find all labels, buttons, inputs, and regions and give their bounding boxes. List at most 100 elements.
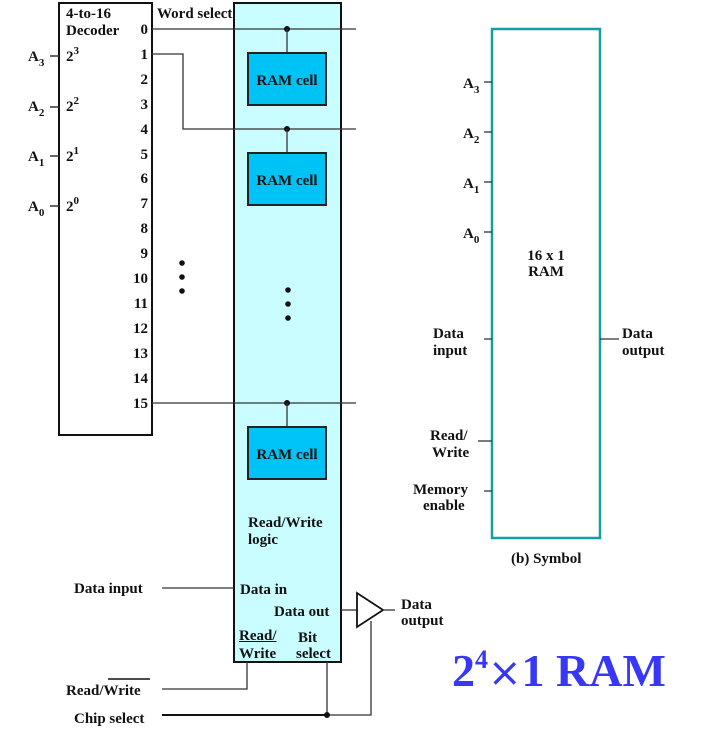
title-exponent: 4 xyxy=(475,645,488,674)
ellipsis-dots-array xyxy=(285,287,291,321)
read-write-label: Read/Write xyxy=(66,683,141,699)
symbol-address-label: A0 xyxy=(463,226,480,246)
ram-cell-box xyxy=(247,52,327,106)
address-subscript: 3 xyxy=(473,84,480,96)
ram-cell-box xyxy=(247,426,327,480)
word-line-1 xyxy=(152,53,356,130)
rw-port-line1: Read/ xyxy=(239,628,277,644)
data-input-label: Data input xyxy=(74,581,143,597)
address-subscript: 0 xyxy=(38,207,45,219)
address-input-label: A1 xyxy=(28,149,45,169)
symbol-center-line2: RAM xyxy=(528,264,564,280)
decoder-output-number: 13 xyxy=(133,345,148,362)
sym-data-input-line2: input xyxy=(433,343,468,359)
weight-exponent: 0 xyxy=(73,195,80,207)
sym-rw-line2: Write xyxy=(432,445,470,461)
data-output-line1: Data xyxy=(401,597,432,613)
input-weight-label: 22 xyxy=(66,95,79,117)
weight-base: 2 xyxy=(66,99,74,115)
weight-exponent: 2 xyxy=(73,95,80,107)
address-letter: A xyxy=(463,76,474,92)
address-letter: A xyxy=(28,199,39,215)
address-letter: A xyxy=(28,49,39,65)
data-out-port-label: Data out xyxy=(274,604,330,620)
rw-logic-line1: Read/Write xyxy=(248,515,323,531)
address-input-label: A2 xyxy=(28,99,45,119)
symbol-center-line1: 16 x 1 xyxy=(527,248,565,264)
ram-cell-label: RAM cell xyxy=(256,447,318,463)
ram-cell-label: RAM cell xyxy=(256,173,318,189)
decoder-output-number: 8 xyxy=(140,221,149,238)
address-subscript: 2 xyxy=(38,107,45,119)
symbol-address-label: A1 xyxy=(463,176,480,196)
input-weight-label: 20 xyxy=(66,195,79,217)
decoder-output-number: 14 xyxy=(133,370,148,387)
sym-rw-line1: Read/ xyxy=(430,428,468,444)
sym-data-output-line1: Data xyxy=(622,326,653,342)
sym-data-input-line1: Data xyxy=(433,326,464,342)
weight-base: 2 xyxy=(66,199,74,215)
symbol-address-label: A3 xyxy=(463,76,480,96)
word-select-label: Word select xyxy=(157,6,233,22)
memory-array-box xyxy=(233,2,342,663)
input-weight-label: 23 xyxy=(66,45,79,67)
decoder-output-number: 7 xyxy=(140,196,149,213)
decoder-output-number: 5 xyxy=(140,146,149,163)
title-times: × xyxy=(488,650,522,696)
input-weight-label: 21 xyxy=(66,145,79,167)
weight-exponent: 3 xyxy=(73,45,80,57)
rw-port-line2: Write xyxy=(239,646,277,662)
address-letter: A xyxy=(463,126,474,142)
address-subscript: 0 xyxy=(473,234,480,246)
address-input-label: A3 xyxy=(28,49,45,69)
symbol-box xyxy=(490,27,602,540)
tristate-buffer-icon xyxy=(356,591,385,629)
decoder-output-number: 12 xyxy=(133,320,148,337)
weight-base: 2 xyxy=(66,49,74,65)
bit-select-line2: select xyxy=(296,646,331,662)
decoder-output-number: 0 xyxy=(140,22,149,38)
address-subscript: 3 xyxy=(38,57,45,69)
chip-select-enable-wire xyxy=(327,621,372,716)
address-subscript: 1 xyxy=(473,184,480,196)
title-rest: 1 RAM xyxy=(521,645,666,696)
decoder-output-number: 4 xyxy=(140,121,149,138)
address-input-label: A0 xyxy=(28,199,45,219)
decoder-output-number: 9 xyxy=(140,246,149,263)
weight-base: 2 xyxy=(66,149,74,165)
sym-data-output-line2: output xyxy=(622,343,665,359)
data-in-port-label: Data in xyxy=(240,582,288,598)
decoder-output-number: 11 xyxy=(133,295,148,312)
ellipsis-dots-decoder xyxy=(179,260,185,294)
decoder-title-line2: Decoder xyxy=(66,23,120,39)
address-letter: A xyxy=(28,99,39,115)
read-write-wire xyxy=(162,662,248,690)
title-base: 2 xyxy=(452,645,475,696)
sym-mem-enable-line1: Memory xyxy=(413,482,468,498)
symbol-caption: (b) Symbol xyxy=(511,551,582,567)
data-output-line2: output xyxy=(401,613,444,629)
decoder-title-line1: 4-to-16 xyxy=(66,6,111,22)
address-letter: A xyxy=(463,176,474,192)
page-title: 24×1 RAM xyxy=(452,643,666,706)
chip-select-label: Chip select xyxy=(74,711,145,727)
weight-exponent: 1 xyxy=(73,145,80,157)
decoder-output-number: 2 xyxy=(140,71,149,88)
junction-dot xyxy=(324,712,330,718)
ram-cell-label: RAM cell xyxy=(256,73,318,89)
decoder-output-number: 3 xyxy=(140,96,149,113)
bit-select-line1: Bit xyxy=(298,630,318,646)
ram-cell-box xyxy=(247,152,327,206)
decoder-output-number: 15 xyxy=(133,395,148,412)
address-subscript: 2 xyxy=(473,134,480,146)
address-letter: A xyxy=(28,149,39,165)
rw-logic-line2: logic xyxy=(248,532,278,548)
sym-mem-enable-line2: enable xyxy=(423,498,465,514)
decoder-output-number: 1 xyxy=(140,46,149,63)
address-subscript: 1 xyxy=(38,157,45,169)
decoder-output-number: 6 xyxy=(140,171,149,188)
address-letter: A xyxy=(463,226,474,242)
decoder-output-number: 10 xyxy=(133,271,148,287)
decoder-box xyxy=(58,2,153,436)
